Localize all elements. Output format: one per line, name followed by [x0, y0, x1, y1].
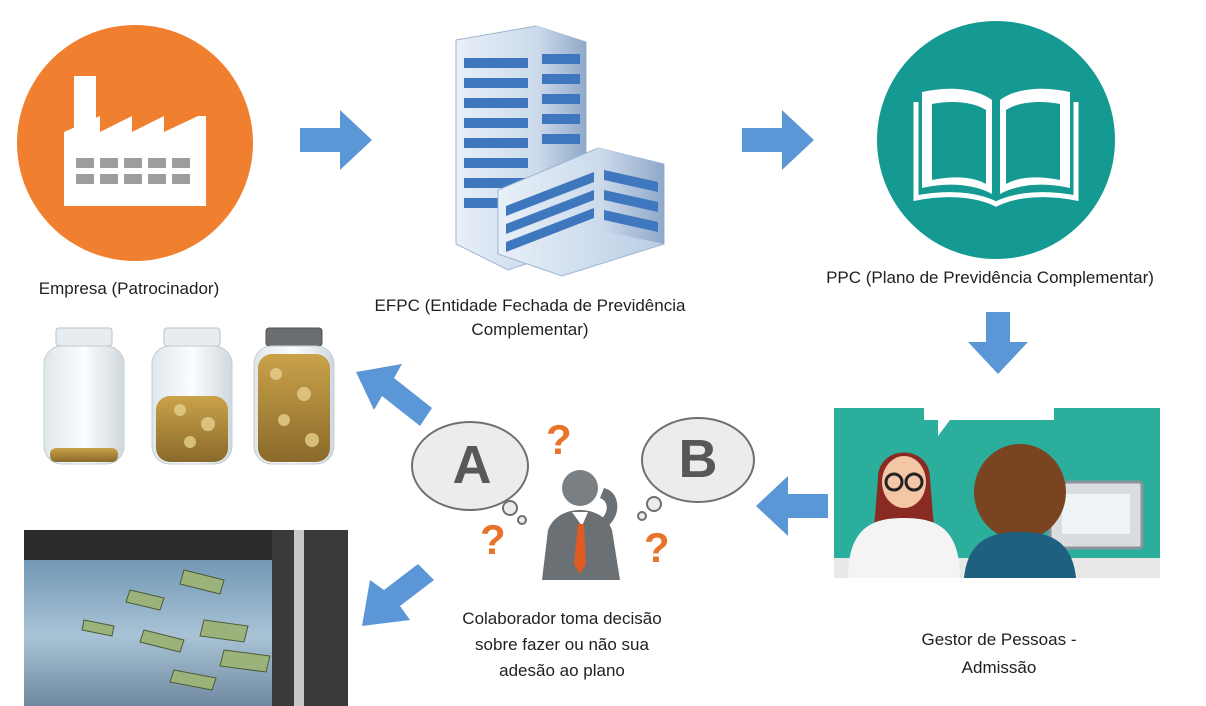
- colaborador-label: Colaborador toma decisão sobre fazer ou …: [462, 609, 662, 680]
- building-node: [438, 22, 673, 277]
- person-thinking-icon: [411, 417, 755, 580]
- choice-a: A: [452, 435, 492, 495]
- arrow-up-left-icon: [356, 364, 436, 434]
- money-jars-image: [40, 324, 340, 470]
- question-mark: ?: [546, 416, 572, 463]
- money-window-image: [24, 530, 348, 706]
- book-icon: [877, 21, 1115, 259]
- gestor-label: Gestor de Pessoas - Admissão: [921, 630, 1077, 677]
- factory-icon: [17, 25, 253, 261]
- factory-node: [16, 24, 254, 262]
- question-mark: ?: [480, 516, 506, 563]
- choice-b: B: [678, 429, 718, 489]
- arrow-right-icon: [300, 108, 372, 172]
- interview-icon: [834, 408, 1160, 578]
- arrow-down-icon: [966, 312, 1030, 374]
- decision-figure: A B ? ? ?: [408, 414, 758, 590]
- arrow-left-icon: [756, 474, 828, 538]
- interview-scene: [834, 408, 1160, 578]
- arrow-down-left-icon: [362, 564, 438, 634]
- question-mark: ?: [644, 524, 670, 571]
- book-node: [876, 20, 1116, 260]
- building-icon: [455, 25, 665, 277]
- ppc-label: PPC (Plano de Previdência Complementar): [826, 268, 1154, 287]
- arrow-right-icon: [742, 108, 814, 172]
- efpc-label: EFPC (Entidade Fechada de Previdência Co…: [374, 296, 686, 339]
- empresa-label: Empresa (Patrocinador): [38, 279, 220, 298]
